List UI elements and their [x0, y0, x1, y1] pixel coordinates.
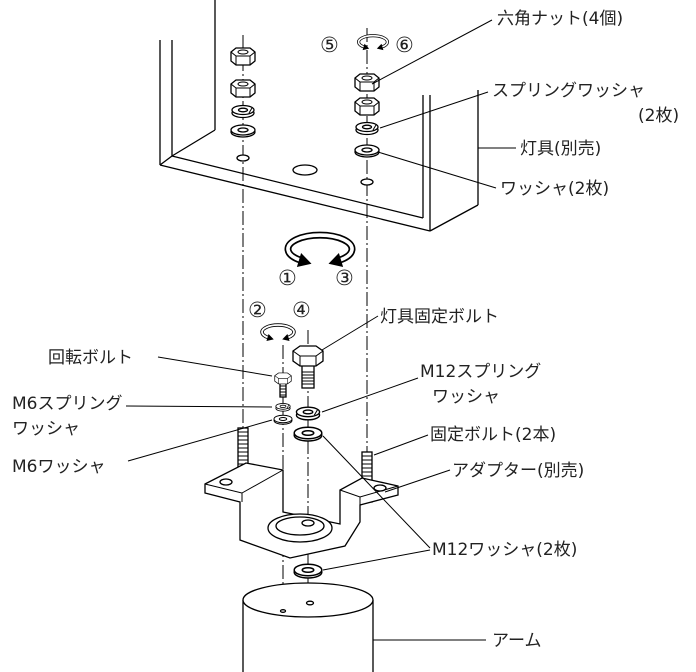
rotation-arrow-icon-1-3 [288, 235, 352, 267]
leader-m6-washer [127, 419, 273, 462]
m6-spring-washer [275, 403, 291, 412]
label-hex-nut: 六角ナット(4個) [497, 9, 623, 29]
leader-luminaire-bolt [321, 315, 379, 351]
label-m6-spring-washer-line2: ワッシャ [12, 419, 80, 439]
step-5: ⑤ [320, 33, 339, 57]
washer-left [230, 124, 256, 138]
step-6: ⑥ [395, 33, 414, 57]
luminaire-right-wall [422, 90, 479, 232]
adapter-hole-center [301, 519, 315, 527]
step-3: ③ [335, 266, 354, 290]
spring-washer-left [231, 104, 255, 119]
spring-washer-right [355, 121, 379, 136]
luminaire-body [159, 0, 479, 232]
leader-m12-washer-upper [322, 435, 431, 549]
step-2: ② [248, 298, 267, 322]
arm-hole-bolt [305, 600, 315, 606]
leader-lines [125, 19, 516, 641]
luminaire-back-edge [171, 0, 216, 157]
leader-spring-washer [379, 91, 489, 129]
luminaire-hole-center [292, 164, 318, 176]
label-m12-spring-washer-line1: M12スプリング [420, 362, 541, 382]
m6-washer [273, 414, 293, 425]
label-luminaire: 灯具(別売) [520, 139, 601, 159]
leader-m12-spring-washer [321, 377, 419, 413]
label-m12-spring-washer-line2: ワッシャ [432, 387, 500, 407]
leader-washer [377, 151, 497, 189]
label-m6-washer: M6ワッシャ [12, 457, 105, 477]
label-arm: アーム [492, 631, 541, 651]
leader-m12-washer-lower [322, 549, 431, 571]
label-washer: ワッシャ(2枚) [500, 179, 609, 199]
rotation-arrow-icon-2-4 [260, 323, 296, 343]
leader-hex-nut [371, 19, 493, 85]
luminaire-fixing-bolt [292, 345, 324, 389]
arm-hole-rotation [279, 609, 287, 613]
hex-nut-right-lower [354, 97, 380, 116]
luminaire-hole-right [360, 178, 374, 186]
rotation-arrow-icon-5-6 [357, 34, 389, 52]
adapter-hole-right [373, 484, 387, 492]
leader-rotation-bolt [157, 356, 273, 377]
label-spring-washer-qty: (2枚) [638, 106, 679, 126]
leader-fixing-bolt [373, 434, 429, 456]
label-fixing-bolt: 固定ボルト(2本) [430, 425, 556, 445]
label-m6-spring-washer-line1: M6スプリング [12, 394, 122, 414]
label-adapter: アダプター(別売) [452, 461, 584, 481]
step-4: ④ [292, 298, 311, 322]
label-rotation-bolt: 回転ボルト [48, 348, 133, 368]
luminaire-left-wall [159, 40, 173, 166]
hex-nut-left-lower [230, 79, 256, 98]
label-luminaire-bolt: 灯具固定ボルト [380, 307, 499, 327]
label-spring-washer: スプリングワッシャ [492, 81, 645, 101]
hex-nut-left-upper [230, 47, 256, 66]
m12-spring-washer [295, 406, 321, 421]
adapter [204, 462, 399, 559]
luminaire-floor-front-edge [159, 155, 431, 232]
adapter-hole-left [219, 478, 233, 486]
label-m12-washer: M12ワッシャ(2枚) [432, 540, 577, 560]
leader-adapter [384, 469, 451, 493]
leader-m6-spring-washer [125, 405, 273, 408]
luminaire-hole-left [236, 154, 250, 162]
arm [242, 582, 374, 672]
m12-washer-lower [293, 563, 323, 579]
step-1: ① [278, 266, 297, 290]
rotation-bolt [274, 372, 292, 398]
washer-right [354, 144, 380, 158]
m12-washer-upper [293, 426, 323, 442]
